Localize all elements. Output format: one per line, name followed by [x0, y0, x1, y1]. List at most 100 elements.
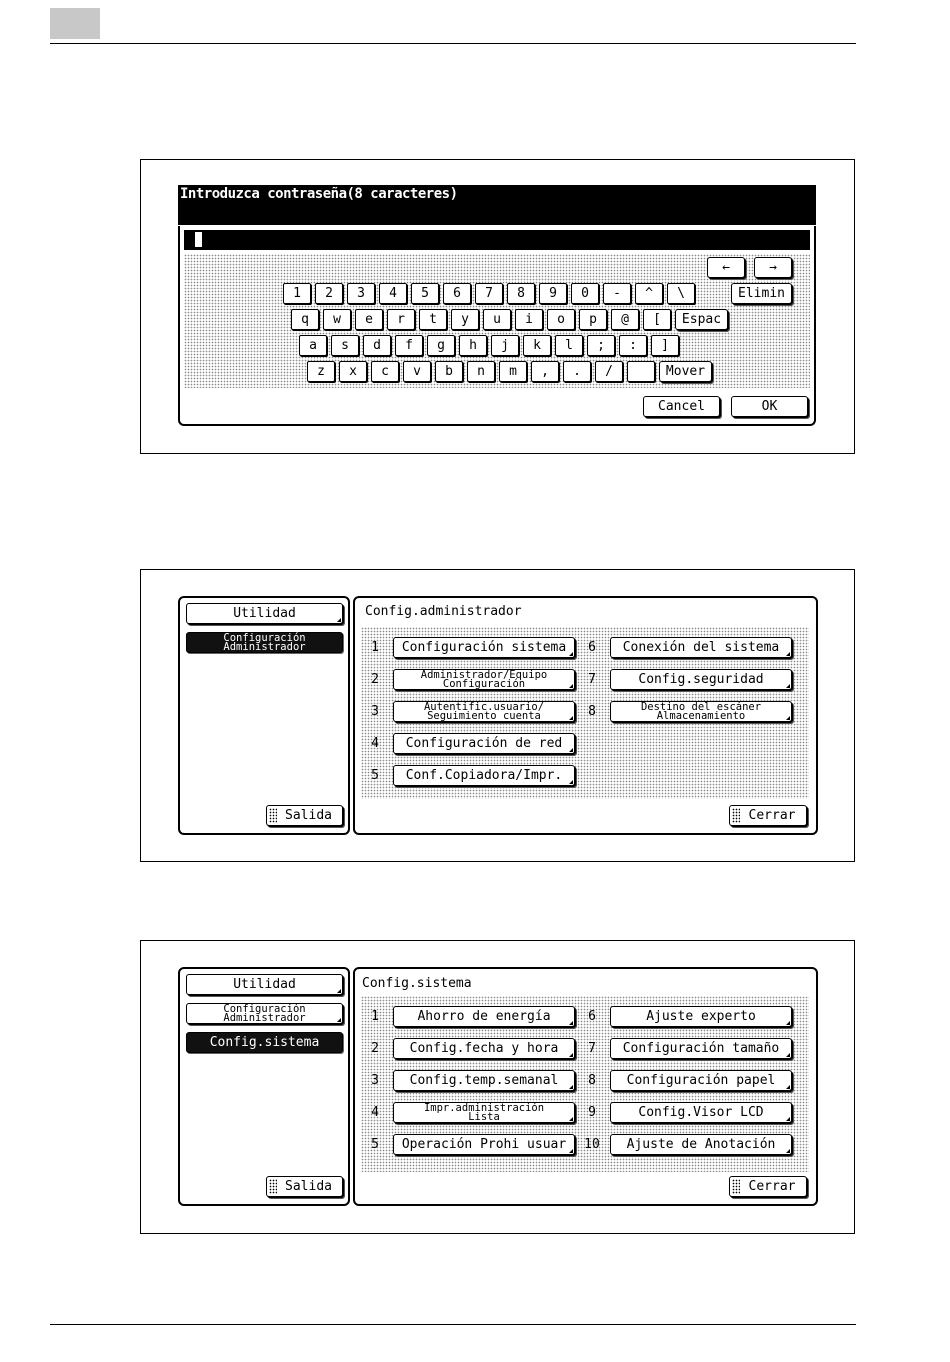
key-row1-3[interactable]: 4	[379, 283, 407, 304]
menu-button-6[interactable]: Ajuste experto	[610, 1006, 792, 1027]
menu-button-5[interactable]: Operación Prohi usuar	[393, 1134, 575, 1155]
menu-button-1[interactable]: Ahorro de energía	[393, 1006, 575, 1027]
key-row4-8[interactable]: .	[563, 361, 591, 382]
key-row2-7[interactable]: i	[515, 309, 543, 330]
menu-button-10[interactable]: Ajuste de Anotación	[610, 1134, 792, 1155]
menu-label: Ajuste experto	[646, 1009, 756, 1024]
menu-number: 10	[584, 1136, 600, 1152]
cancel-button[interactable]: Cancel	[643, 396, 720, 417]
space-key[interactable]: Espac	[675, 309, 728, 330]
cursor-left-key[interactable]: ←	[707, 257, 745, 278]
exit-button[interactable]: Salida	[266, 1176, 343, 1197]
key-row1-6[interactable]: 7	[475, 283, 503, 304]
password-input[interactable]	[184, 230, 810, 250]
menu-button-4[interactable]: Configuración de red	[393, 733, 575, 754]
key-row3-5[interactable]: h	[459, 335, 487, 356]
menu-label: Config.Visor LCD	[638, 1105, 764, 1120]
key-row2-1[interactable]: w	[323, 309, 351, 330]
key-row1-9[interactable]: 0	[571, 283, 599, 304]
key-row4-10[interactable]	[627, 361, 655, 382]
key-row3-8[interactable]: l	[555, 335, 583, 356]
key-row1-11[interactable]: ^	[635, 283, 663, 304]
key-row4-1[interactable]: x	[339, 361, 367, 382]
menu-label: Ahorro de energía	[417, 1009, 551, 1024]
shift-key[interactable]: Mover	[659, 361, 712, 382]
menu-label: Config.temp.semanal	[409, 1073, 559, 1088]
menu-button-7[interactable]: Config.seguridad	[610, 669, 792, 690]
key-row4-5[interactable]: n	[467, 361, 495, 382]
key-row3-7[interactable]: k	[523, 335, 551, 356]
utility-button[interactable]: Utilidad	[186, 603, 343, 624]
system-config-current[interactable]: Config.sistema	[186, 1032, 343, 1053]
key-row3-3[interactable]: f	[395, 335, 423, 356]
menu-button-8[interactable]: Configuración papel	[610, 1070, 792, 1091]
menu-label: Autentific.usuario/	[423, 700, 545, 713]
key-row2-6[interactable]: u	[483, 309, 511, 330]
key-row1-8[interactable]: 9	[539, 283, 567, 304]
key-row3-6[interactable]: j	[491, 335, 519, 356]
key-row2-4[interactable]: t	[419, 309, 447, 330]
menu-label: Conexión del sistema	[622, 640, 780, 655]
utility-button[interactable]: Utilidad	[186, 974, 343, 995]
key-row3-9[interactable]: ;	[587, 335, 615, 356]
key-row4-9[interactable]: /	[595, 361, 623, 382]
key-row2-2[interactable]: e	[355, 309, 383, 330]
menu-button-5[interactable]: Conf.Copiadora/Impr.	[393, 765, 575, 786]
key-row3-2[interactable]: d	[363, 335, 391, 356]
key-row1-10[interactable]: -	[603, 283, 631, 304]
key-row1-0[interactable]: 1	[283, 283, 311, 304]
key-row2-9[interactable]: p	[579, 309, 607, 330]
menu-button-1[interactable]: Configuración sistema	[393, 637, 575, 658]
key-row1-12[interactable]: \	[667, 283, 695, 304]
key-row2-8[interactable]: o	[547, 309, 575, 330]
key-row4-3[interactable]: v	[403, 361, 431, 382]
key-row2-3[interactable]: r	[387, 309, 415, 330]
key-row3-4[interactable]: g	[427, 335, 455, 356]
key-row4-2[interactable]: c	[371, 361, 399, 382]
menu-button-7[interactable]: Configuración tamaño	[610, 1038, 792, 1059]
menu-number: 6	[588, 639, 596, 655]
key-row1-4[interactable]: 5	[411, 283, 439, 304]
key-row3-10[interactable]: :	[619, 335, 647, 356]
ok-button[interactable]: OK	[731, 396, 808, 417]
key-row1-5[interactable]: 6	[443, 283, 471, 304]
key-row1-7[interactable]: 8	[507, 283, 535, 304]
key-row1-1[interactable]: 2	[315, 283, 343, 304]
cursor-right-key[interactable]: →	[754, 257, 792, 278]
delete-key[interactable]: Elimin	[731, 283, 792, 304]
menu-number: 8	[588, 703, 596, 719]
close-button[interactable]: Cerrar	[729, 1176, 807, 1197]
key-row4-6[interactable]: m	[499, 361, 527, 382]
key-row2-10[interactable]: @	[611, 309, 639, 330]
menu-number: 3	[371, 1072, 379, 1088]
close-button[interactable]: Cerrar	[729, 805, 807, 826]
key-row4-4[interactable]: b	[435, 361, 463, 382]
key-row1-2[interactable]: 3	[347, 283, 375, 304]
key-row3-11[interactable]: ]	[651, 335, 679, 356]
page-tab-marker	[50, 8, 100, 39]
menu-number: 4	[371, 1104, 379, 1120]
menu-button-3[interactable]: Config.temp.semanal	[393, 1070, 575, 1091]
menu-number: 9	[588, 1104, 596, 1120]
key-row2-5[interactable]: y	[451, 309, 479, 330]
key-row3-1[interactable]: s	[331, 335, 359, 356]
key-row4-7[interactable]: ,	[531, 361, 559, 382]
key-row2-0[interactable]: q	[291, 309, 319, 330]
footer-rule	[50, 1324, 856, 1325]
system-heading: Config.sistema	[362, 976, 472, 991]
menu-button-2[interactable]: Config.fecha y hora	[393, 1038, 575, 1059]
menu-button-6[interactable]: Conexión del sistema	[610, 637, 792, 658]
menu-button-3[interactable]: Autentific.usuario/Seguimiento cuenta	[393, 701, 575, 722]
key-row2-11[interactable]: [	[643, 309, 671, 330]
key-row3-0[interactable]: a	[299, 335, 327, 356]
exit-button[interactable]: Salida	[266, 805, 343, 826]
menu-button-9[interactable]: Config.Visor LCD	[610, 1102, 792, 1123]
key-row4-0[interactable]: z	[307, 361, 335, 382]
